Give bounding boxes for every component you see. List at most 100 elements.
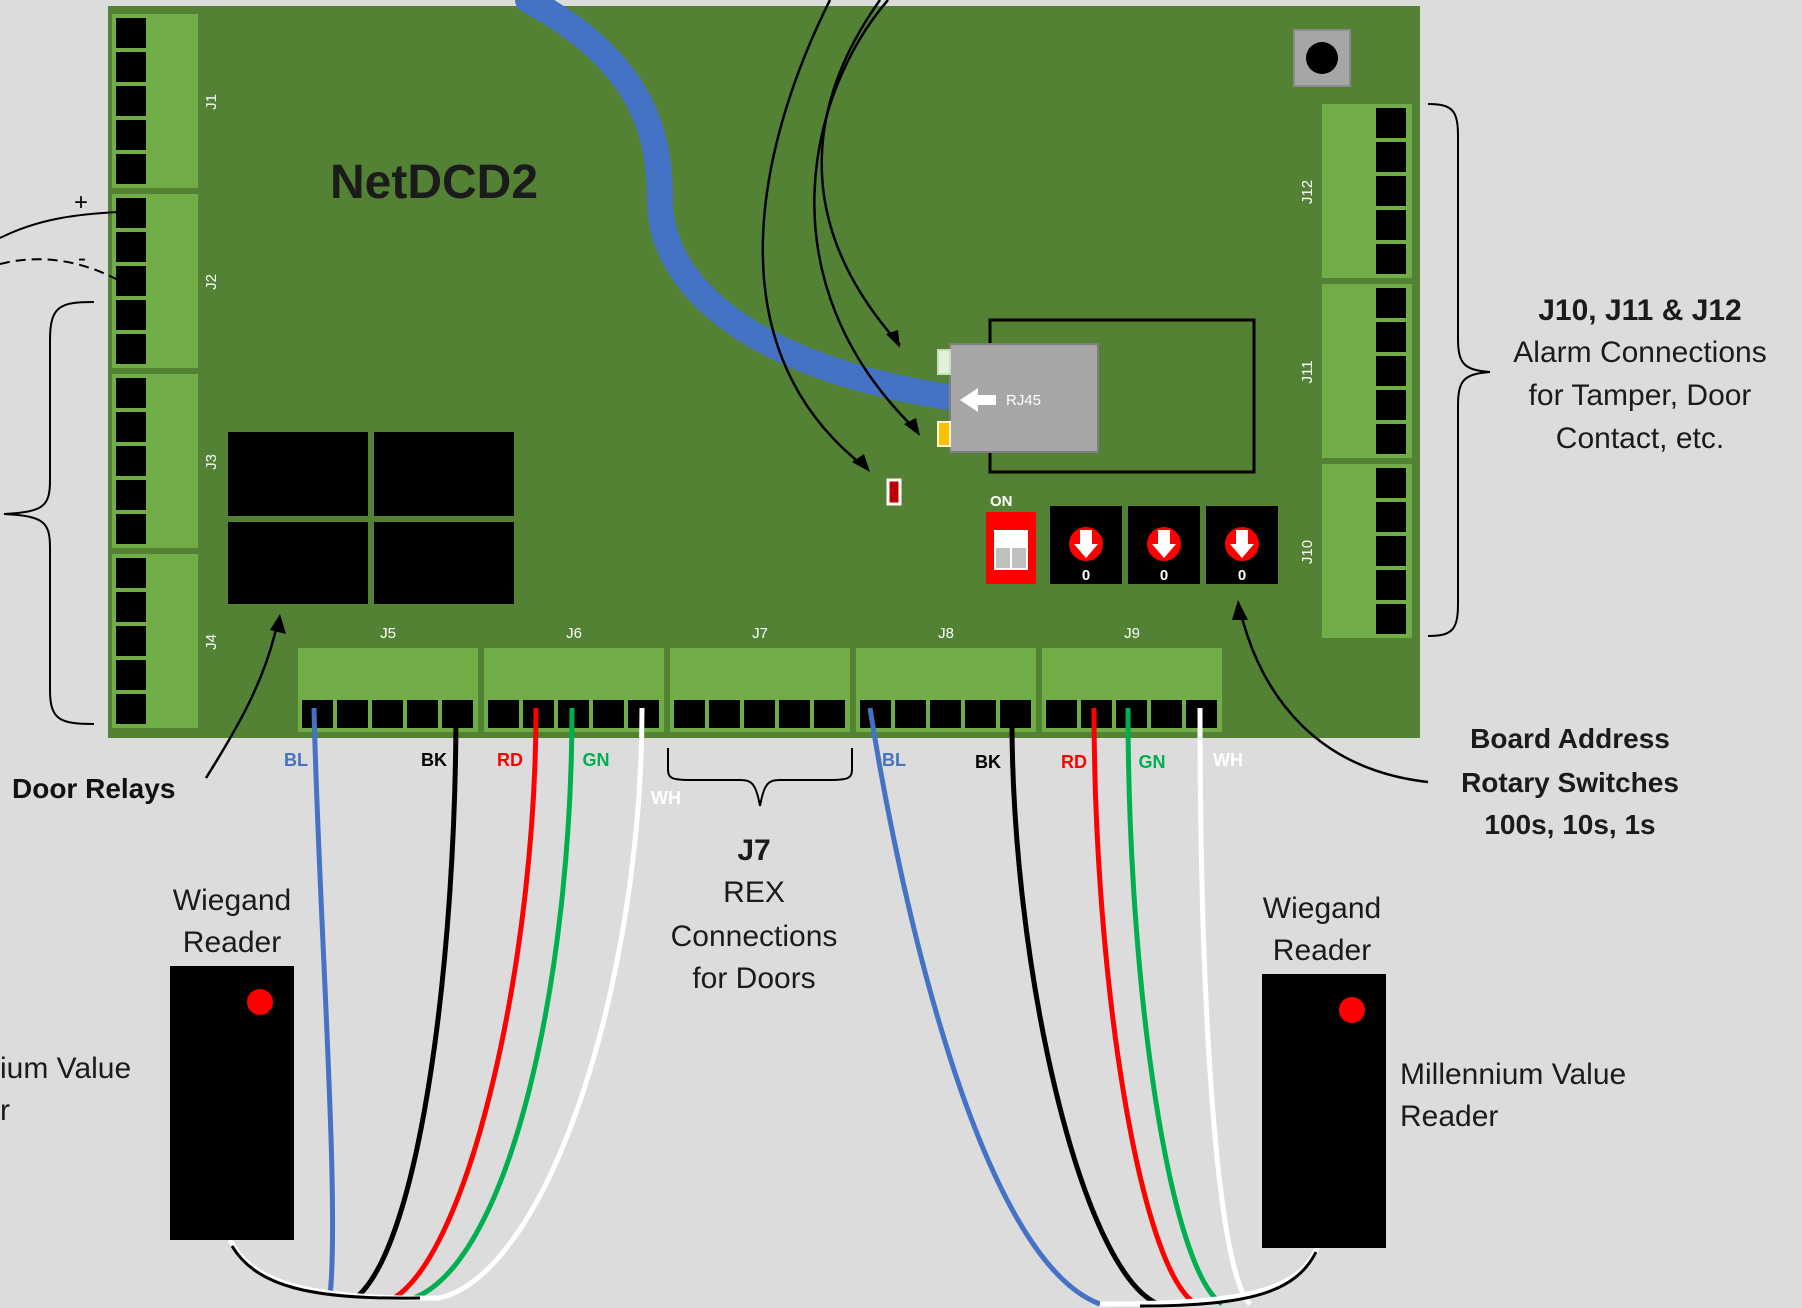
alarm-note-line: J10, J11 & J12: [1538, 294, 1742, 327]
alarm-connections-note: J10, J11 & J12 Alarm Connections for Tam…: [1513, 294, 1766, 455]
terminal-screw: [116, 446, 146, 476]
terminal-screw: [1376, 176, 1406, 206]
rotary-switch: 0: [1128, 506, 1200, 584]
rex-note-line: for Doors: [692, 962, 815, 995]
relay: [228, 432, 368, 516]
arrow-down-icon: [1152, 530, 1176, 558]
wire-label-rd: RD: [1061, 752, 1087, 772]
connector-label: J8: [938, 625, 954, 642]
door-relays: [228, 432, 514, 604]
terminal-screw: [1376, 604, 1406, 634]
connector-j7: J7: [670, 625, 850, 732]
board-title: NetDCD2: [330, 156, 538, 209]
wire-label-bl: BL: [284, 750, 308, 770]
rotary-switch: 0: [1050, 506, 1122, 584]
terminal-screw: [116, 378, 146, 408]
connector-label: J10: [1299, 540, 1316, 564]
board-address-arrow: [1238, 609, 1429, 784]
wiegand-reader-left: [170, 966, 294, 1240]
terminal-screw: [116, 154, 146, 184]
terminal-screw: [407, 700, 438, 728]
right-brace: [1427, 103, 1491, 637]
wire-label-bk: BK: [975, 752, 1001, 772]
terminal-screw: [488, 700, 519, 728]
tamper-switch-button: [1306, 42, 1338, 74]
connector-label: J5: [380, 625, 396, 642]
minus-mark: -: [78, 245, 86, 272]
j7-brace: [667, 748, 853, 807]
dip-toggle: [1012, 548, 1026, 568]
arrow-down-icon: [1230, 530, 1254, 558]
led-yellow: [937, 421, 951, 447]
rex-note-line: Connections: [671, 920, 838, 953]
terminal-screw: [523, 700, 554, 728]
red-wire: [1091, 707, 1198, 1307]
terminal-screw: [814, 700, 845, 728]
relay: [374, 522, 514, 604]
relay: [228, 522, 368, 604]
wiegand-reader-right: [1262, 974, 1386, 1248]
rj45-label: RJ45: [1006, 392, 1041, 409]
terminal-screw: [116, 558, 146, 588]
millennium-line: r: [0, 1094, 10, 1127]
reader-body: [170, 966, 294, 1240]
wire-label-bk: BK: [421, 750, 447, 770]
terminal-screw: [1376, 142, 1406, 172]
door-relays-label: Door Relays: [12, 773, 175, 804]
reader-title-line: Reader: [183, 926, 281, 959]
arrowhead: [904, 418, 920, 436]
black-wire: [1009, 707, 1160, 1307]
connector-label: J6: [566, 625, 582, 642]
terminal-screw: [1376, 322, 1406, 352]
board-address-line: Board Address: [1470, 723, 1670, 754]
terminal-screw: [116, 694, 146, 724]
terminal-screw: [593, 700, 624, 728]
connector-label: J7: [752, 625, 768, 642]
led-arrow: [820, 0, 901, 346]
black-wire: [356, 707, 459, 1298]
connector-j12: J12: [1299, 104, 1412, 278]
connector-label: J1: [203, 94, 220, 110]
connector-label: J12: [1299, 180, 1316, 204]
board-address-line: 100s, 10s, 1s: [1484, 809, 1655, 840]
terminal-screw: [1376, 210, 1406, 240]
white-wire: [1197, 707, 1252, 1306]
terminal-screw: [372, 700, 403, 728]
reader-left-title: Wiegand Reader: [173, 884, 291, 959]
dip-switch: ON: [986, 493, 1036, 584]
terminal-screw: [860, 700, 891, 728]
millennium-line: Millennium Value: [1400, 1058, 1626, 1091]
wire-label-gn: GN: [583, 750, 610, 770]
connector-label: J3: [203, 454, 220, 470]
reader-wiring: [227, 707, 1321, 1308]
arrowhead: [886, 330, 900, 348]
millennium-left-label: ium Value r: [0, 1052, 131, 1127]
millennium-line: ium Value: [0, 1052, 131, 1085]
connector-j6: J6: [484, 625, 664, 732]
terminal-screw: [1116, 700, 1147, 728]
terminal-screw: [1376, 570, 1406, 600]
rotary-switch: 0: [1206, 506, 1278, 584]
white-wire: [439, 707, 645, 1301]
led-arrow: [813, 0, 919, 433]
rex-note-line: J7: [737, 834, 770, 867]
reader-title-line: Wiegand: [1263, 892, 1381, 925]
terminal-screw: [674, 700, 705, 728]
terminal-screw: [302, 700, 333, 728]
terminal-screw: [1376, 390, 1406, 420]
terminal-screw: [1376, 288, 1406, 318]
reader-lead-bundle: [1139, 1251, 1318, 1308]
terminal-screw: [116, 514, 146, 544]
terminal-screw: [116, 120, 146, 150]
terminal-screw: [1151, 700, 1182, 728]
alarm-note-line: Alarm Connections: [1513, 336, 1766, 369]
green-wire: [413, 707, 575, 1301]
reader-right-title: Wiegand Reader: [1263, 892, 1381, 967]
terminal-screw: [116, 266, 146, 296]
blue-wire: [867, 707, 1101, 1307]
